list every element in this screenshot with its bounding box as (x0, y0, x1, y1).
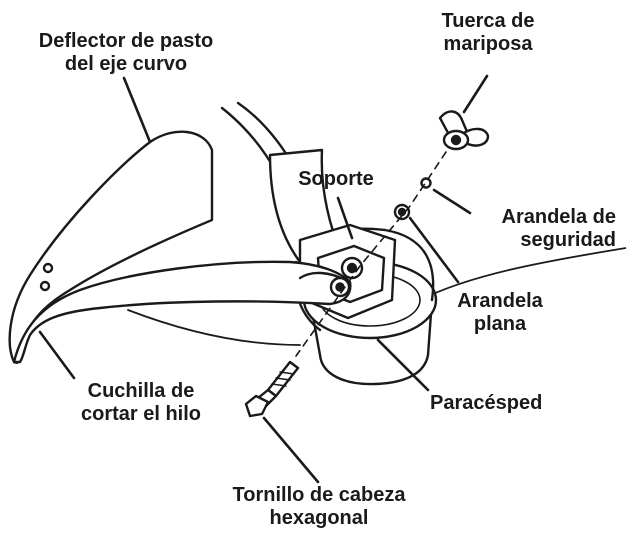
label-hex-bolt: Tornillo de cabeza hexagonal (196, 484, 442, 530)
wing-nut-part (438, 110, 490, 151)
label-deflector-line1: Deflector de pasto (38, 30, 214, 52)
hex-bolt-part (244, 360, 300, 418)
label-deflector-line2: del eje curvo (64, 53, 188, 75)
label-cutter-blade-line1: Cuchilla de (87, 380, 195, 402)
leader-deflector (122, 76, 152, 144)
label-guard: Paracésped (430, 392, 590, 415)
label-hex-bolt-line2: hexagonal (269, 507, 369, 529)
label-wing-nut-line2: mariposa (443, 33, 533, 55)
leader-guard (376, 338, 430, 392)
flat-washer-part (393, 203, 411, 221)
leader-hex-bolt (262, 416, 320, 484)
label-wing-nut: Tuerca de mariposa (422, 10, 554, 56)
trimmer-line (419, 247, 626, 301)
label-lock-washer-line2: seguridad (520, 229, 616, 251)
label-flat-washer-line1: Arandela (457, 290, 543, 312)
assembly-axis (295, 151, 447, 357)
label-bracket: Soporte (288, 168, 384, 191)
leader-lines (38, 74, 489, 484)
label-lock-washer: Arandela de seguridad (452, 206, 616, 252)
label-deflector: Deflector de pasto del eje curvo (8, 30, 244, 76)
label-flat-washer: Arandela plana (440, 290, 560, 336)
label-wing-nut-line1: Tuerca de (441, 10, 535, 32)
leader-wing-nut (462, 74, 489, 114)
label-bracket-line1: Soporte (298, 168, 374, 190)
label-flat-washer-line2: plana (473, 313, 527, 335)
leader-cutter-blade (38, 330, 76, 380)
leader-flat-washer (408, 216, 460, 284)
cutter-blade-part (12, 260, 352, 364)
trimmer-line-lower (127, 309, 301, 346)
label-cutter-blade-line2: cortar el hilo (80, 403, 202, 425)
label-cutter-blade: Cuchilla de cortar el hilo (56, 380, 226, 426)
label-lock-washer-line1: Arandela de (501, 206, 616, 228)
label-hex-bolt-line1: Tornillo de cabeza (232, 484, 406, 506)
label-guard-line1: Paracésped (430, 392, 543, 414)
leader-lock-washer (432, 188, 472, 215)
leader-bracket (336, 196, 354, 240)
